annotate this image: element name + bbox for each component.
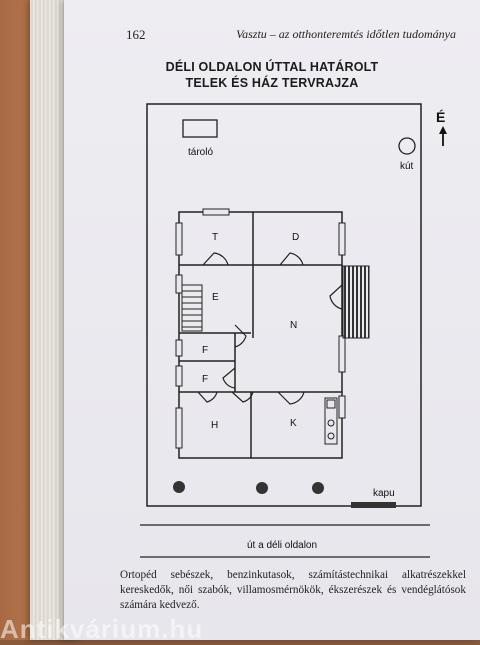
well-label: kút: [400, 161, 414, 172]
plot-boundary: [146, 103, 422, 507]
north-arrow-icon: [439, 126, 447, 146]
room-label-d: D: [292, 232, 299, 243]
staircase: [181, 284, 203, 332]
room-label-h: H: [211, 420, 218, 431]
room-label-t: T: [212, 232, 218, 243]
room-label-f-upper: F: [202, 345, 208, 356]
figure-title-line-1: DÉLI OLDALON ÚTTAL HATÁROLT: [165, 60, 379, 74]
caption-paragraph: Ortopéd sebészek, benzinkutasok, számítá…: [120, 569, 466, 611]
gate: [351, 502, 396, 508]
house-outline: [178, 211, 343, 459]
room-label-k: K: [290, 418, 297, 429]
page-number: 162: [126, 27, 146, 42]
tree-marker-3: [312, 482, 324, 494]
kitchen-fixtures: [324, 397, 338, 445]
gate-label: kapu: [373, 488, 395, 499]
figure-title-line-2: TELEK ÉS HÁZ TERVRAJZA: [185, 76, 359, 90]
room-label-n: N: [290, 320, 297, 331]
watermark: Antikvárium.hu: [0, 614, 204, 644]
room-label-f-lower: F: [202, 374, 208, 385]
tree-marker-2: [256, 482, 268, 494]
tree-marker-1: [173, 481, 185, 493]
entrance-steps: [342, 265, 370, 339]
book-page: 162 Vasztu – az otthonteremtés időtlen t…: [64, 0, 480, 640]
windows: [175, 208, 346, 449]
well-icon: [398, 137, 416, 155]
north-label: É: [436, 109, 445, 125]
running-title: Vasztu – az otthonteremtés időtlen tudom…: [236, 27, 456, 41]
road-label: út a déli oldalon: [247, 540, 317, 551]
door-swings: [197, 252, 343, 405]
storage-label: tároló: [188, 147, 213, 158]
page-header: 162 Vasztu – az otthonteremtés időtlen t…: [64, 24, 480, 42]
storage-shed: [182, 119, 218, 138]
room-label-e: E: [212, 292, 219, 303]
